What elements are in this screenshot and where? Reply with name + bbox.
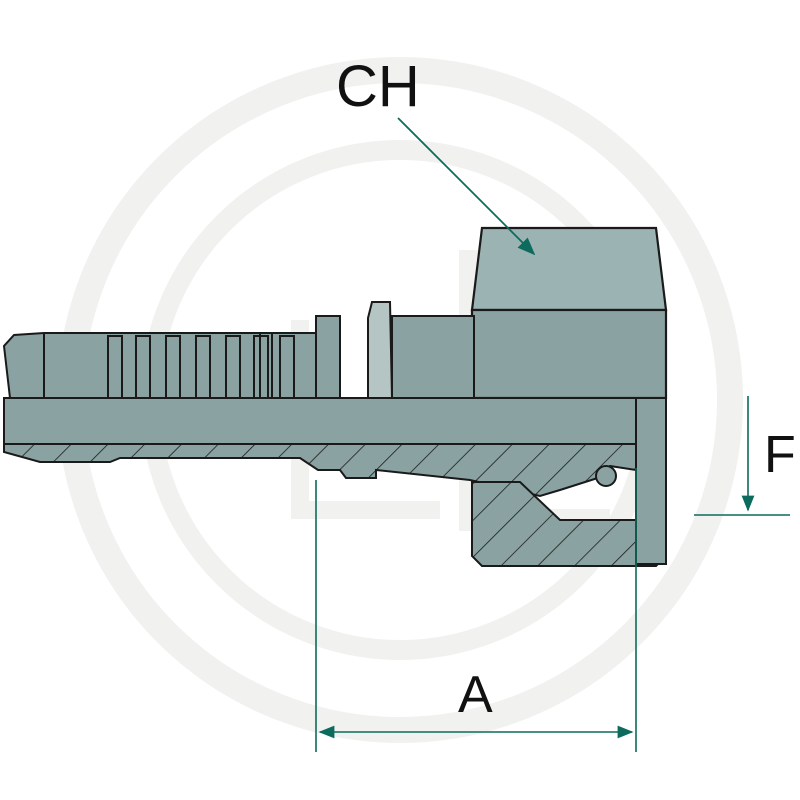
- bore-band: [3, 397, 639, 445]
- ch-leader: [397, 117, 536, 256]
- hose-tail-upper: [2, 332, 317, 399]
- label-ch: CH: [336, 54, 420, 119]
- dimension-a: [315, 468, 637, 752]
- label-f: F: [764, 426, 796, 484]
- sealing-tip: [635, 397, 667, 565]
- collar: [315, 301, 475, 399]
- fitting-section-lower: [3, 443, 637, 498]
- seal-ball: [595, 465, 617, 487]
- dimension-f: [694, 396, 790, 516]
- hex-nut: [470, 226, 668, 400]
- label-a: A: [458, 666, 493, 724]
